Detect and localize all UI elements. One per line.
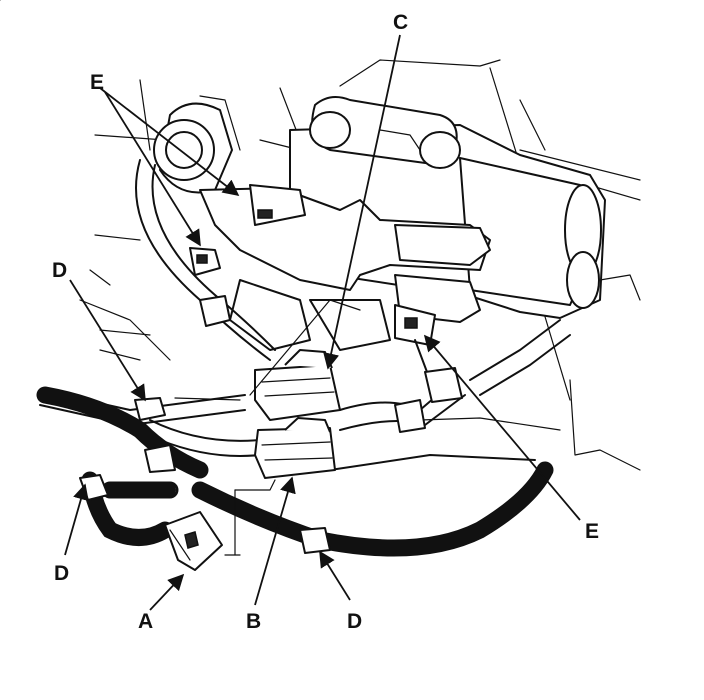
- callout-e-top: E: [90, 71, 105, 94]
- leader-lines: [0, 0, 581, 611]
- callout-c: C: [393, 11, 409, 34]
- callout-b: B: [246, 610, 262, 633]
- connector-b: [254, 417, 336, 479]
- callout-d-bottom: D: [347, 610, 363, 633]
- bracket-body: [189, 184, 491, 351]
- guide-lines: [174, 299, 361, 556]
- callout-d-left: D: [52, 259, 68, 282]
- wire-harness: [36, 159, 571, 557]
- callout-d-bottom-left: D: [54, 562, 70, 585]
- injector-left: [153, 95, 241, 194]
- callout-a: A: [138, 610, 154, 633]
- connector-a: [164, 511, 223, 571]
- callout-e-right: E: [585, 520, 600, 543]
- connector-c: [254, 349, 341, 421]
